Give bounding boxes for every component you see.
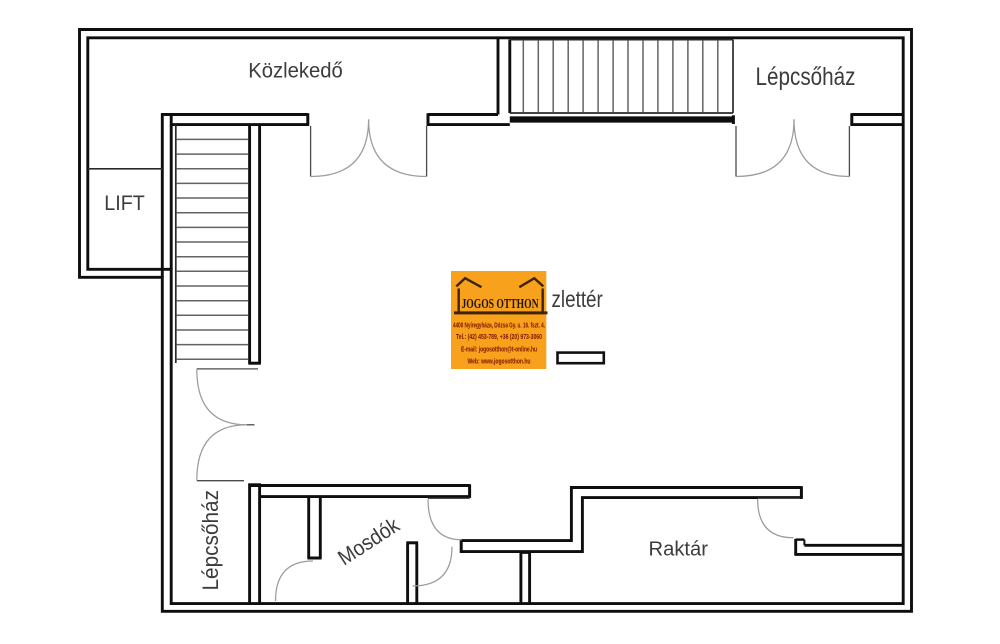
svg-text:Lépcsőház: Lépcsőház: [756, 63, 856, 91]
svg-text:Tel.: (42) 453-789, +36 (20): Tel.: (42) 453-789, +36 (20) 973-3060: [456, 332, 542, 341]
svg-text:JOGOS OTTHON: JOGOS OTTHON: [462, 296, 539, 311]
svg-text:zlettér: zlettér: [552, 286, 603, 312]
svg-text:LIFT: LIFT: [104, 191, 145, 215]
svg-text:E-mail: jogosotthon@t-online.: E-mail: jogosotthon@t-online.hu: [461, 344, 537, 353]
svg-text:Közlekedő: Közlekedő: [248, 59, 343, 83]
svg-text:Lépcsőház: Lépcsőház: [198, 490, 223, 591]
svg-text:4400 Nyíregyháza, Dózsa Gy. u.: 4400 Nyíregyháza, Dózsa Gy. u. 16. fszt.…: [453, 321, 545, 330]
svg-text:Web: www.jogosotthon.hu: Web: www.jogosotthon.hu: [468, 356, 531, 365]
svg-text:Raktár: Raktár: [649, 539, 709, 561]
